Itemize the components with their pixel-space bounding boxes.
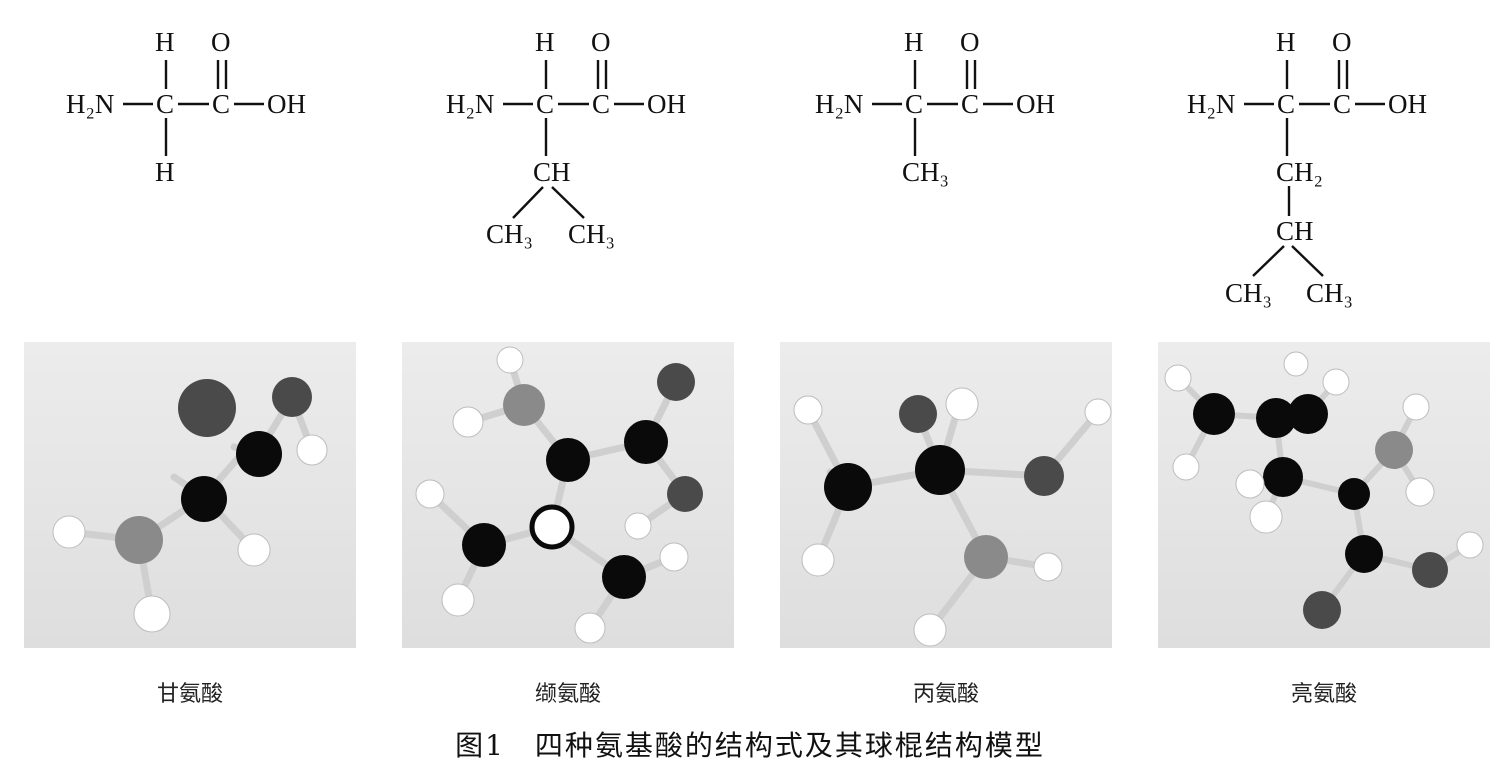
- atom-o-top: O: [960, 27, 980, 57]
- methyl-group: CH₃: [902, 157, 949, 187]
- atom-h-top: H: [535, 27, 555, 57]
- amino-group: H₂N: [815, 89, 863, 119]
- structural-formulas: H O H₂N C C OH H H O H₂N C C OH CH CH₃ C…: [66, 27, 1427, 308]
- formula-valine: H O H₂N C C OH CH CH₃ CH₃: [446, 27, 686, 249]
- atom-c-carboxyl: C: [592, 89, 610, 119]
- formula-alanine: H O H₂N C C OH CH₃: [815, 27, 1055, 187]
- ball-stick-model-alanine: [793, 387, 1112, 647]
- hydroxyl-group: OH: [1016, 89, 1055, 119]
- atom-h-top: H: [1276, 27, 1296, 57]
- atom-c-alpha: C: [156, 89, 174, 119]
- model-photo-alanine: [780, 342, 1112, 648]
- amino-group: H₂N: [66, 89, 114, 119]
- ball-stick-model-glycine: [52, 377, 328, 633]
- figure-title: 图1 四种氨基酸的结构式及其球棍结构模型: [455, 729, 1045, 762]
- hydroxyl-group: OH: [267, 89, 306, 119]
- ch-group: CH: [1276, 216, 1314, 246]
- caption-alanine: 丙氨酸: [912, 682, 979, 707]
- model-photo-glycine: [24, 342, 356, 648]
- ch2-group: CH₂: [1276, 157, 1323, 187]
- atom-c-alpha: C: [1277, 89, 1295, 119]
- ball-stick-model-valine: [415, 346, 703, 644]
- ball-stick-model-leucine: [1164, 351, 1484, 629]
- model-photo-valine: [402, 342, 734, 648]
- atom-c-alpha: C: [905, 89, 923, 119]
- methyl-left: CH₃: [486, 219, 533, 249]
- atom-h-bottom: H: [155, 157, 175, 187]
- ch-group: CH: [533, 157, 571, 187]
- atom-h-top: H: [155, 27, 175, 57]
- hydroxyl-group: OH: [1388, 89, 1427, 119]
- amino-group: H₂N: [446, 89, 494, 119]
- methyl-left: CH₃: [1225, 278, 1272, 308]
- atom-o-top: O: [1332, 27, 1352, 57]
- caption-valine: 缬氨酸: [534, 682, 601, 707]
- atom-o-top: O: [591, 27, 611, 57]
- formula-glycine: H O H₂N C C OH H: [66, 27, 306, 187]
- caption-glycine: 甘氨酸: [156, 682, 223, 707]
- model-photo-leucine: [1158, 342, 1490, 648]
- hydroxyl-group: OH: [647, 89, 686, 119]
- atom-c-carboxyl: C: [1333, 89, 1351, 119]
- atom-c-carboxyl: C: [212, 89, 230, 119]
- atom-c-alpha: C: [536, 89, 554, 119]
- atom-h-top: H: [904, 27, 924, 57]
- atom-c-carboxyl: C: [961, 89, 979, 119]
- caption-leucine: 亮氨酸: [1290, 682, 1357, 707]
- formula-leucine: H O H₂N C C OH CH₂ CH CH₃ CH₃: [1187, 27, 1427, 308]
- atom-o-top: O: [211, 27, 231, 57]
- methyl-right: CH₃: [568, 219, 615, 249]
- amino-group: H₂N: [1187, 89, 1235, 119]
- methyl-right: CH₃: [1306, 278, 1353, 308]
